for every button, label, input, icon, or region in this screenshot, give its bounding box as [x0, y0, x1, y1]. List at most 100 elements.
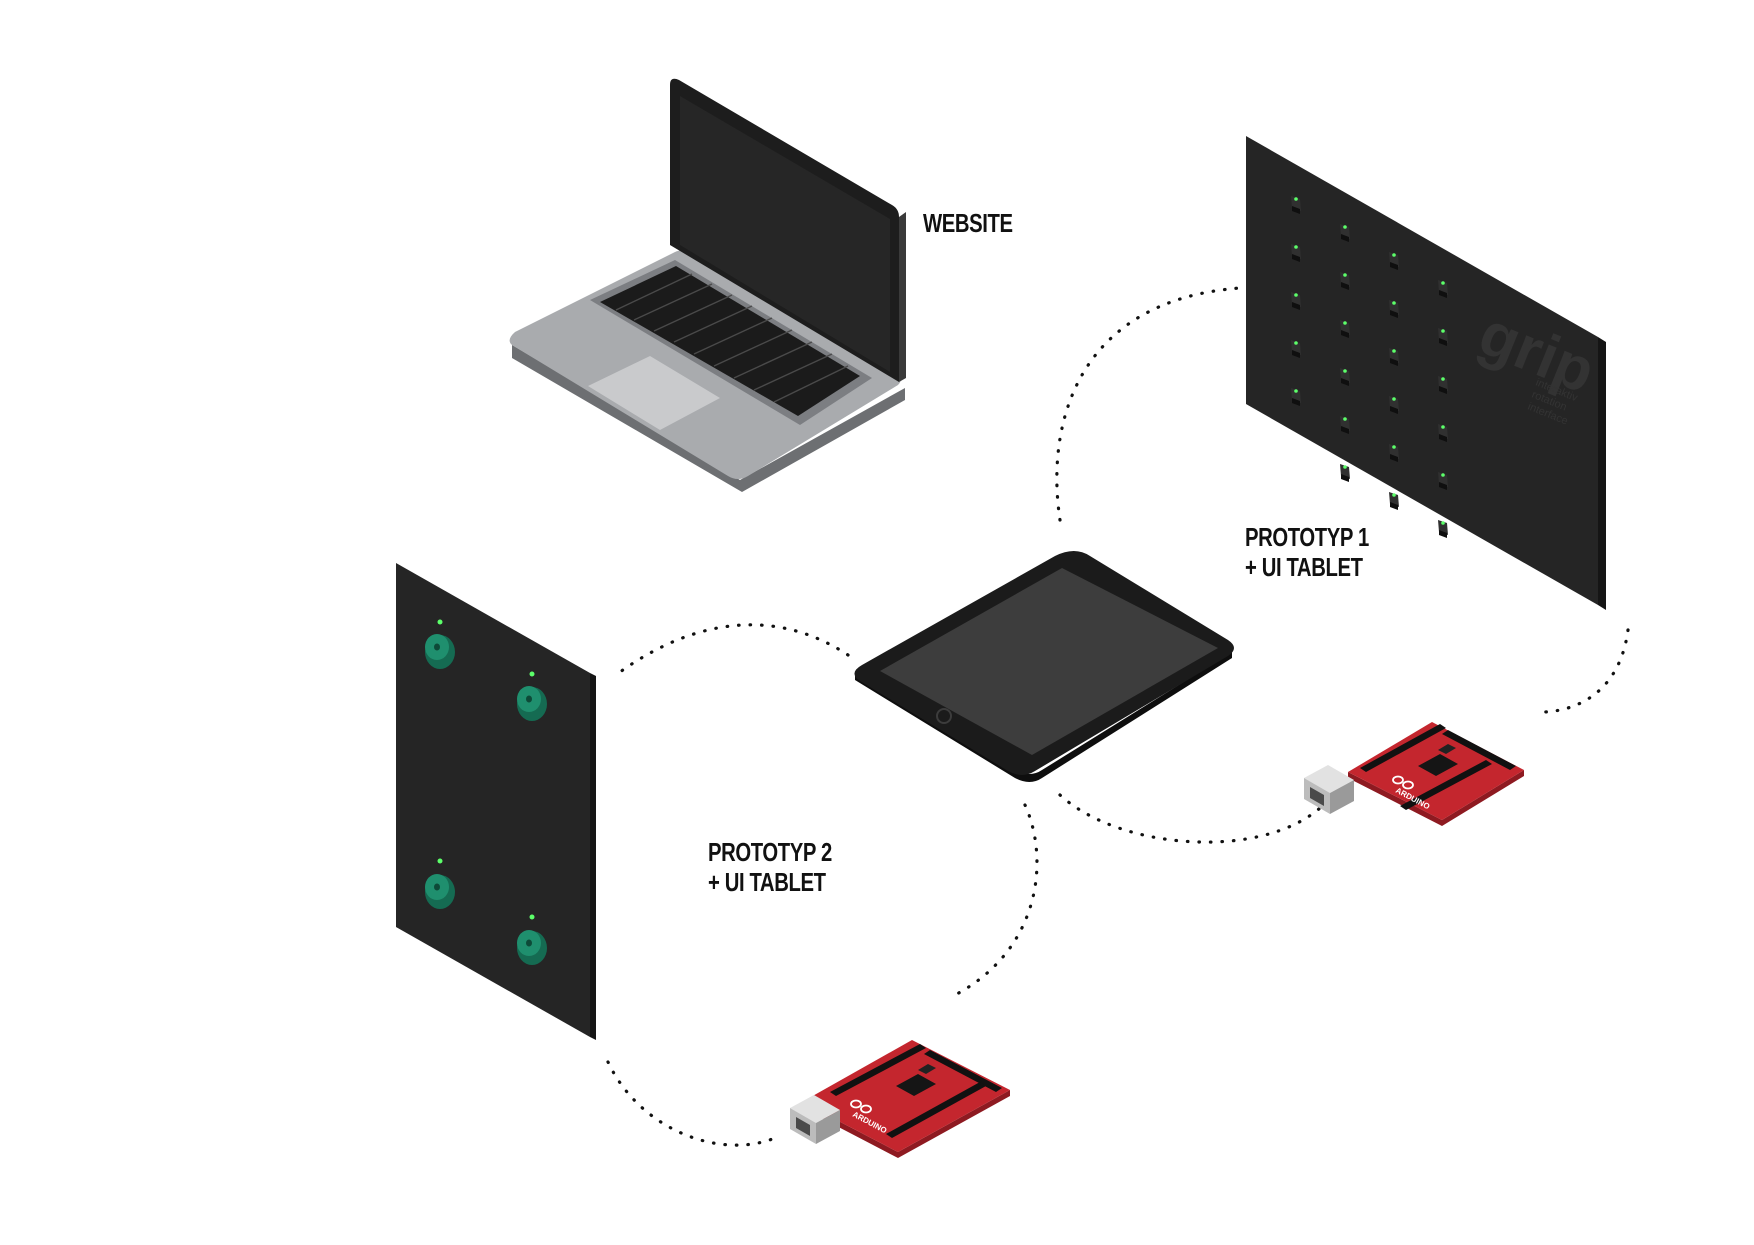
sensor-module [1438, 520, 1448, 538]
led-indicator [1294, 197, 1298, 201]
sensor-base [1439, 290, 1447, 298]
sensor-module [1340, 320, 1350, 338]
led-indicator [1441, 425, 1445, 429]
sensor-module [1291, 196, 1301, 214]
sensor-base [1341, 474, 1349, 482]
panel-large-front [1246, 136, 1598, 605]
knob-top-left [425, 619, 455, 669]
led-indicator [1343, 369, 1347, 373]
sensor-module [1438, 280, 1448, 298]
label-prototype-1-line1: PROTOTYP 1 [1245, 522, 1369, 552]
usb-port-hole [796, 1117, 810, 1136]
sensor-module [1438, 376, 1448, 394]
sensor-grid [1291, 196, 1448, 538]
knob-hole [434, 643, 440, 651]
laptop-base-edge [512, 345, 905, 492]
knob-hole [434, 883, 440, 891]
usb-port-top [790, 1095, 840, 1123]
tablet-icon [854, 551, 1234, 782]
connection-prototype1-to-arduino1 [1543, 628, 1630, 714]
sensor-module [1291, 340, 1301, 358]
arduino-infinity-icon [850, 1099, 872, 1114]
sensor-base [1292, 254, 1300, 262]
label-website: WEBSITE [923, 208, 1013, 238]
sensor-module [1438, 328, 1448, 346]
sensor-base [1292, 398, 1300, 406]
arduino-board-2: ARDUINO [790, 1040, 1010, 1158]
sensor-module [1438, 424, 1448, 442]
led-indicator [437, 858, 443, 864]
laptop-keyboard [600, 266, 860, 416]
sensor-module [1389, 300, 1399, 318]
panel-large-side [1598, 337, 1606, 610]
sensor-base [1341, 426, 1349, 434]
knob-hole [526, 939, 532, 947]
label-prototype-1-line2: + UI TABLET [1245, 552, 1363, 582]
laptop-trackpad [588, 356, 720, 430]
sensor-base [1439, 434, 1447, 442]
sensor-module [1438, 472, 1448, 490]
led-indicator [1441, 377, 1445, 381]
sensor-base [1292, 350, 1300, 358]
sensor-module [1389, 444, 1399, 462]
chip [1418, 754, 1458, 776]
laptop-icon [509, 78, 906, 492]
sensor-base [1439, 482, 1447, 490]
led-indicator [1392, 493, 1396, 497]
arduino-board-icon: ARDUINO [1304, 722, 1524, 826]
led-indicator [1343, 225, 1347, 229]
sensor-base [1341, 330, 1349, 338]
led-indicator [1441, 521, 1445, 525]
led-indicator [1392, 445, 1396, 449]
connection-lines [606, 286, 1630, 1147]
sensor-base [1341, 234, 1349, 242]
led-indicator [1392, 349, 1396, 353]
connection-tablet-to-prototype1 [1055, 286, 1242, 522]
connection-tablet-to-prototype2 [618, 623, 850, 674]
chip [896, 1074, 936, 1096]
knob-bottom-right [517, 914, 547, 965]
arduino-board-icon: ARDUINO [790, 1040, 1010, 1158]
led-indicator [1294, 389, 1298, 393]
sensor-base [1439, 386, 1447, 394]
header-bottom [1400, 760, 1492, 810]
arduino-board-1: ARDUINO [1304, 722, 1524, 826]
panel-small-side [590, 673, 596, 1040]
sensor-base [1341, 378, 1349, 386]
knob-panel-icon [396, 563, 596, 1040]
led-indicator [1343, 321, 1347, 325]
connection-tablet-to-arduino2 [953, 803, 1039, 997]
label-website-text: WEBSITE [923, 208, 1013, 238]
sensor-base [1390, 262, 1398, 270]
arduino-infinity-icon [1392, 775, 1414, 790]
led-indicator [1294, 293, 1298, 297]
led-indicator [437, 619, 443, 625]
usb-port-side [1330, 780, 1354, 814]
sensor-module [1340, 272, 1350, 290]
tablet-home-button [936, 708, 952, 724]
sensor-module [1340, 368, 1350, 386]
led-indicator [1441, 281, 1445, 285]
sensor-module [1340, 224, 1350, 242]
led-indicator [1392, 253, 1396, 257]
usb-port-side [816, 1110, 840, 1144]
sensor-base [1439, 530, 1447, 538]
sensor-module [1389, 492, 1399, 510]
sensor-module [1389, 396, 1399, 414]
knob-top-right [517, 671, 547, 721]
sensor-base [1390, 502, 1398, 510]
label-prototype-2: PROTOTYP 2 + UI TABLET [708, 837, 832, 897]
header-top [830, 1044, 926, 1096]
header-top [1360, 724, 1446, 772]
sensor-module [1340, 464, 1350, 482]
board-edge [802, 1090, 1010, 1158]
knob-bottom-left [425, 858, 455, 909]
header-right [924, 1050, 1002, 1092]
tablet-screen [880, 568, 1218, 755]
sensor-base [1390, 454, 1398, 462]
usb-port-hole [1310, 787, 1324, 806]
sensor-module [1389, 348, 1399, 366]
sensor-module [1340, 416, 1350, 434]
led-indicator [1343, 273, 1347, 277]
